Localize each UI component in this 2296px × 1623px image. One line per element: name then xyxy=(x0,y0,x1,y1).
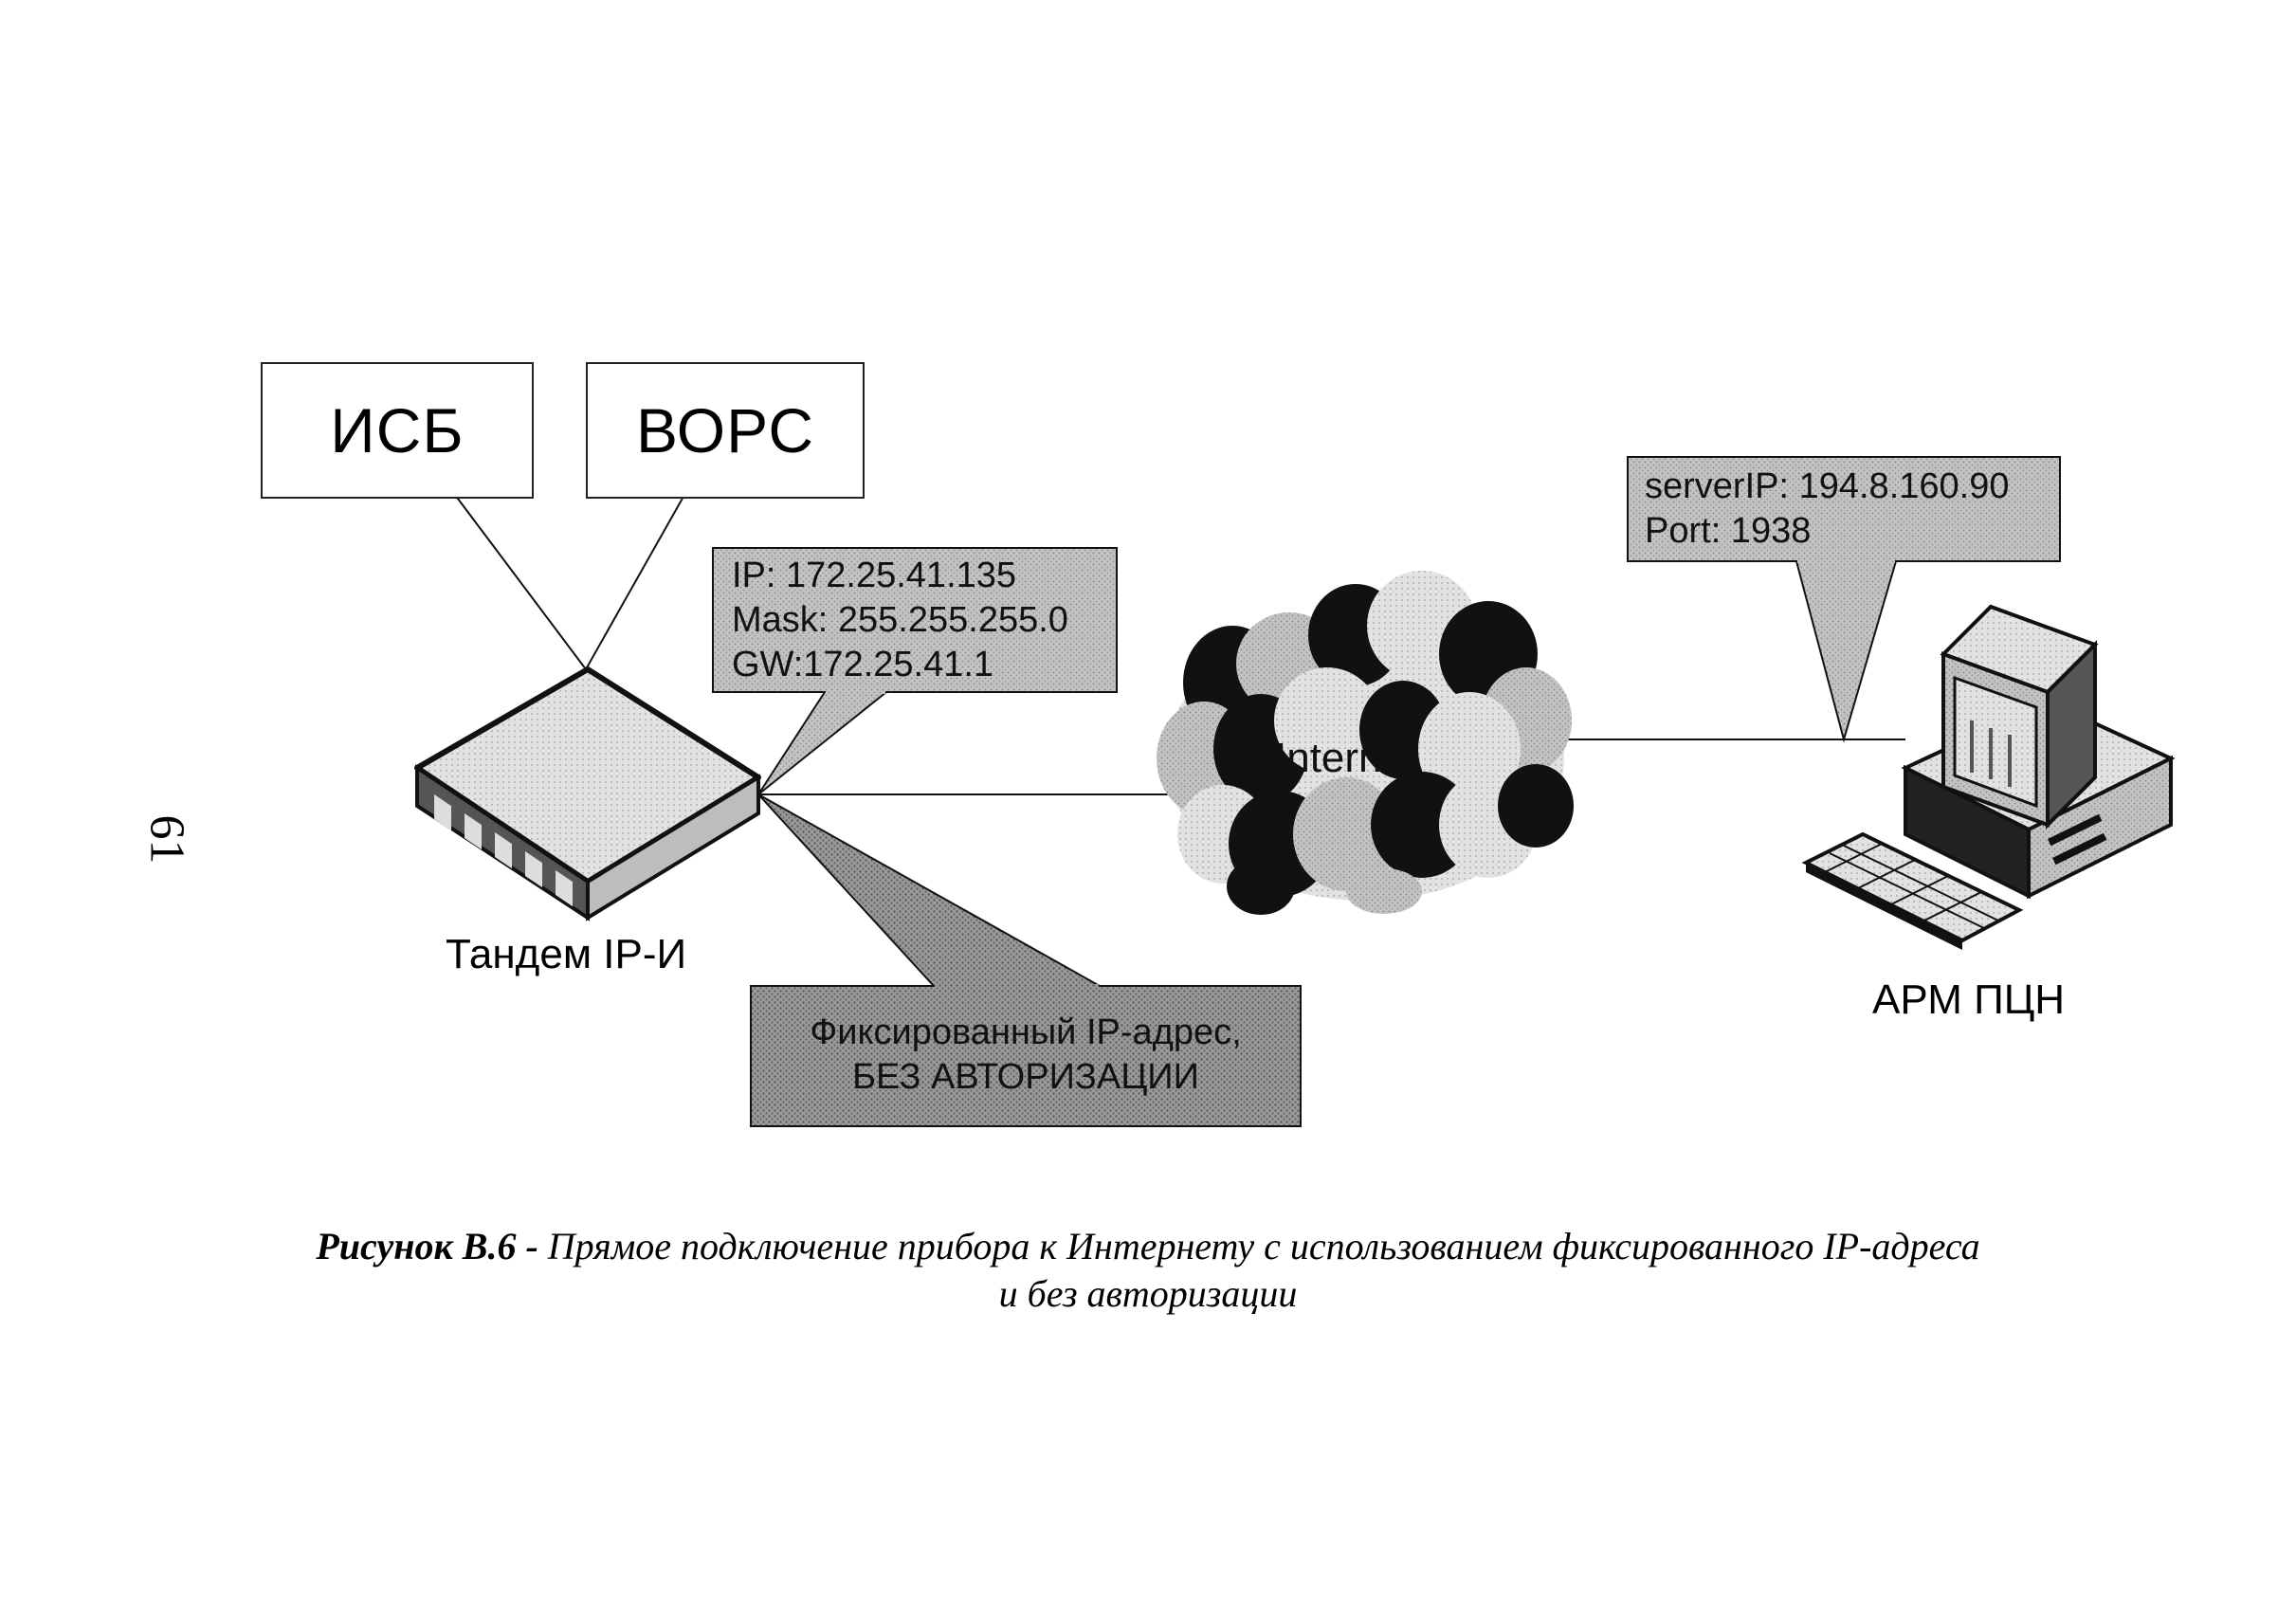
caption-line-2: и без авторизации xyxy=(998,1272,1298,1315)
internet-label: Internet xyxy=(1275,735,1417,781)
vors-box: ВОРС xyxy=(586,362,865,499)
arm-label: АРМ ПЦН xyxy=(1872,976,2066,1023)
vors-label: ВОРС xyxy=(635,395,815,465)
router-icon xyxy=(414,666,761,921)
isb-link-line xyxy=(454,494,587,670)
fixed-ip-line: Фиксированный IP-адрес, xyxy=(810,1012,1242,1052)
figure-label: Рисунок В.6 - xyxy=(316,1225,538,1267)
isb-label: ИСБ xyxy=(330,395,465,465)
figure-caption: Рисунок В.6 - Прямое подключение прибора… xyxy=(0,1223,2296,1318)
isb-box: ИСБ xyxy=(261,362,534,499)
fixed-ip-callout-shape xyxy=(750,793,1302,1127)
caption-line-1: Прямое подключение прибора к Интернету с… xyxy=(547,1225,1980,1267)
ip-line: IP: 172.25.41.135 xyxy=(732,556,1017,595)
vors-link-line xyxy=(585,494,685,670)
server-callout-shape xyxy=(1627,456,2061,743)
device-ip-callout: IP: 172.25.41.135 Mask: 255.255.255.0 GW… xyxy=(732,554,1068,687)
server-ip-line: serverIP: 194.8.160.90 xyxy=(1645,466,2010,506)
tandem-label: Тандем IP-И xyxy=(446,931,687,977)
no-auth-line: БЕЗ АВТОРИЗАЦИИ xyxy=(852,1057,1199,1097)
device-ip-callout-shape xyxy=(712,547,1118,795)
mask-line: Mask: 255.255.255.0 xyxy=(732,600,1068,640)
server-callout: serverIP: 194.8.160.90 Port: 1938 xyxy=(1645,465,2009,554)
workstation-icon xyxy=(1801,604,2176,950)
gateway-line: GW:172.25.41.1 xyxy=(732,645,994,684)
fixed-ip-callout: Фиксированный IP-адрес, БЕЗ АВТОРИЗАЦИИ xyxy=(751,1011,1301,1100)
page-number: 61 xyxy=(139,814,194,865)
internet-cloud-icon xyxy=(1157,571,1574,915)
port-line: Port: 1938 xyxy=(1645,511,1812,551)
